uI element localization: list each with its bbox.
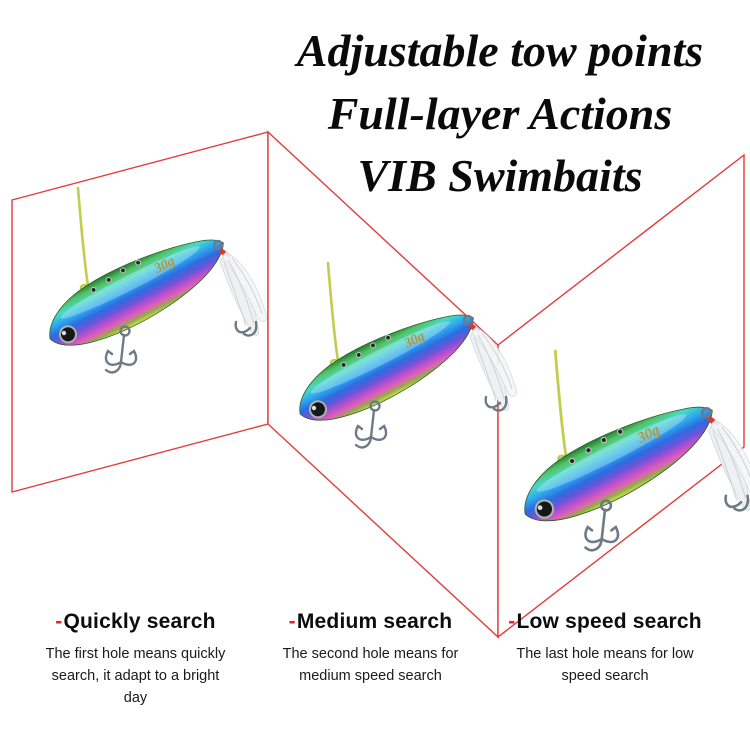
caption-body: The second hole means for medium speed s… — [282, 646, 459, 684]
red-dash: - — [508, 610, 516, 633]
headline-line-3: VIB Swimbaits — [357, 150, 643, 202]
red-dash: - — [55, 610, 63, 633]
headline-line-2: Full-layer Actions — [327, 87, 673, 139]
caption-body: The first hole means quickly search, it … — [45, 646, 226, 706]
caption-medium-search: -Medium search The second hole means for… — [258, 610, 483, 688]
headline: Adjustable tow points Full-layer Actions… — [270, 20, 730, 208]
caption-row: -Quickly search The first hole means qui… — [0, 610, 750, 740]
caption-low-speed-search: -Low speed search The last hole means fo… — [490, 610, 720, 688]
caption-quickly-search: -Quickly search The first hole means qui… — [28, 610, 243, 709]
panel-right — [497, 153, 745, 639]
caption-heading: -Quickly search — [55, 610, 216, 633]
red-dash: - — [288, 610, 296, 633]
caption-heading: -Medium search — [288, 610, 453, 633]
caption-body: The last hole means for low speed search — [516, 646, 694, 684]
caption-heading: -Low speed search — [508, 610, 702, 633]
headline-line-1: Adjustable tow points — [296, 25, 704, 76]
